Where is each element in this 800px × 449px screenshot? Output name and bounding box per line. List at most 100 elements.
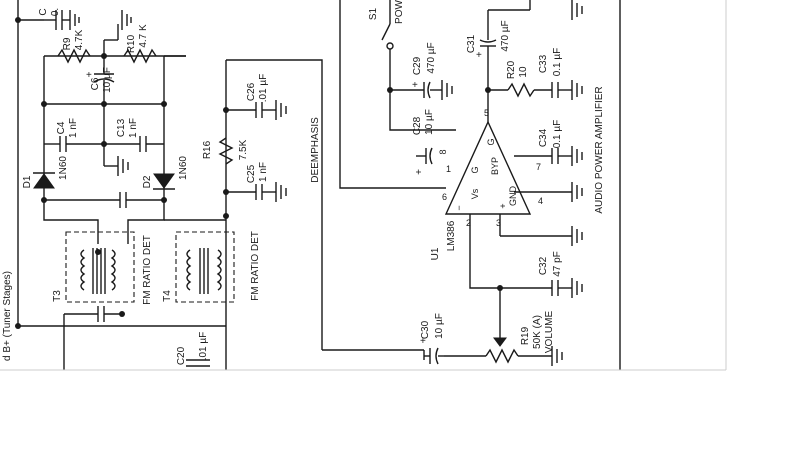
label-fm-ratio-det-1: FM RATIO DET	[142, 235, 153, 305]
label-pin-minus: −	[454, 205, 464, 210]
label-c28-val: 10 µF	[424, 109, 435, 135]
ground-output	[571, 0, 583, 20]
label-pin-g1: G	[470, 166, 480, 173]
label-c33: C33	[538, 54, 549, 73]
label-c34-val: 0.1 µF	[552, 120, 563, 149]
label-c25-val: 1 nF	[258, 162, 269, 182]
capacitor-c28	[416, 147, 433, 165]
label-pin-2: 2	[466, 218, 471, 228]
transformer-t4	[175, 231, 235, 303]
label-r9: R9	[62, 37, 73, 50]
label-r16: R16	[202, 140, 213, 159]
label-c25: C25	[246, 164, 257, 183]
label-pin-vs: Vs	[470, 188, 480, 199]
label-d1: D1	[22, 175, 33, 188]
label-c4: C4	[56, 121, 67, 134]
label-d1-type: 1N60	[58, 156, 69, 180]
ground-c34	[571, 146, 583, 166]
label-c32-val: 47 pF	[552, 251, 563, 277]
label-deemphasis: DEEMPHASIS	[310, 117, 321, 183]
label-c34: C34	[538, 128, 549, 147]
label-plus-c31: +	[476, 50, 482, 61]
ground-c29	[441, 80, 453, 100]
label-s1-pow: POW	[394, 0, 405, 24]
ground-r19	[551, 346, 563, 366]
capacitor-c30	[423, 347, 444, 365]
label-fm-ratio-det-2: FM RATIO DET	[250, 231, 261, 301]
diode-d1	[33, 172, 55, 189]
label-d2-type: 1N60	[178, 156, 189, 180]
label-c6: C6	[90, 77, 101, 90]
ground-pin3	[571, 226, 583, 246]
resistor-r9	[57, 48, 91, 64]
label-pin-5: 5	[484, 108, 489, 118]
label-r20-val: 10	[518, 66, 529, 78]
label-c20-val: .01 µF	[198, 332, 209, 361]
ground-c33	[571, 80, 583, 100]
ground-c13	[117, 156, 129, 176]
label-plus-c28: +	[414, 169, 425, 175]
label-c29: C29	[412, 56, 423, 75]
label-pin-plus: +	[498, 203, 508, 208]
label-c28: C28	[412, 116, 423, 135]
label-c30-val: 10 µF	[434, 313, 445, 339]
label-c13-val: 1 nF	[128, 118, 139, 138]
audio-amplifier-section	[339, 0, 621, 370]
label-r9-val: 4.7K	[74, 29, 85, 50]
capacitor-c33	[551, 82, 572, 98]
capacitor-c34	[551, 148, 572, 164]
transformer-t3	[65, 231, 135, 303]
label-r19-val: 50K (A)	[532, 315, 543, 349]
label-t3: T3	[52, 290, 63, 302]
label-r20: R20	[506, 60, 517, 79]
label-c-partial-val: 0.	[50, 8, 61, 16]
resistor-r16	[218, 137, 234, 165]
label-pin-gnd: GND	[508, 186, 518, 207]
label-pin-1: 1	[446, 164, 451, 174]
label-u1-part: LM386	[446, 220, 457, 251]
label-pin-3: 3	[496, 218, 501, 228]
label-c20: C20	[176, 346, 187, 365]
label-c13: C13	[116, 118, 127, 137]
capacitor-c32	[551, 280, 572, 296]
label-c6-val: 10 µF	[102, 67, 113, 93]
label-c29-val: 470 µF	[426, 42, 437, 73]
diode-d2	[153, 173, 175, 190]
label-r16-val: 7.5K	[238, 139, 249, 160]
label-c31-val: 470 µF	[500, 20, 511, 51]
resistor-r20	[507, 82, 535, 98]
switch-s1	[381, 0, 394, 90]
capacitor-c29	[423, 81, 442, 99]
capacitor-c26	[255, 102, 276, 118]
ground-u1-gnd	[571, 182, 583, 202]
label-b-plus: d B+ (Tuner Stages)	[2, 271, 13, 361]
label-r19: R19	[520, 326, 531, 345]
label-c33-val: 0.1 µF	[552, 48, 563, 77]
ground-c25	[275, 182, 287, 202]
ground-c32	[571, 278, 583, 298]
label-pin-7: 7	[536, 162, 541, 172]
label-c32: C32	[538, 256, 549, 275]
ground-r10-junction	[117, 10, 132, 40]
label-plus-c30: +	[420, 336, 426, 347]
label-pin-6: 6	[442, 192, 447, 202]
label-r10-val: 4.7 K	[138, 24, 149, 48]
label-r10: R10	[126, 34, 137, 53]
label-s1: S1	[368, 7, 379, 20]
label-c4-val: 1 nF	[68, 118, 79, 138]
label-c26: C26	[246, 82, 257, 101]
label-d2: D2	[142, 175, 153, 188]
label-plus-c6: +	[86, 70, 92, 81]
label-u1: U1	[430, 247, 441, 260]
label-r19-func: VOLUME	[544, 311, 555, 354]
label-c-partial: C	[38, 8, 49, 15]
capacitor-c13	[104, 136, 164, 152]
ratio-detector-section	[15, 0, 424, 370]
c-partial-top	[44, 10, 80, 30]
label-pin-g2: G	[486, 138, 496, 145]
capacitor-c20	[186, 359, 210, 367]
capacitor-c4	[44, 136, 104, 152]
label-plus-c29: +	[412, 80, 418, 91]
label-audio-power-amplifier: AUDIO POWER AMPLIFIER	[594, 86, 605, 213]
